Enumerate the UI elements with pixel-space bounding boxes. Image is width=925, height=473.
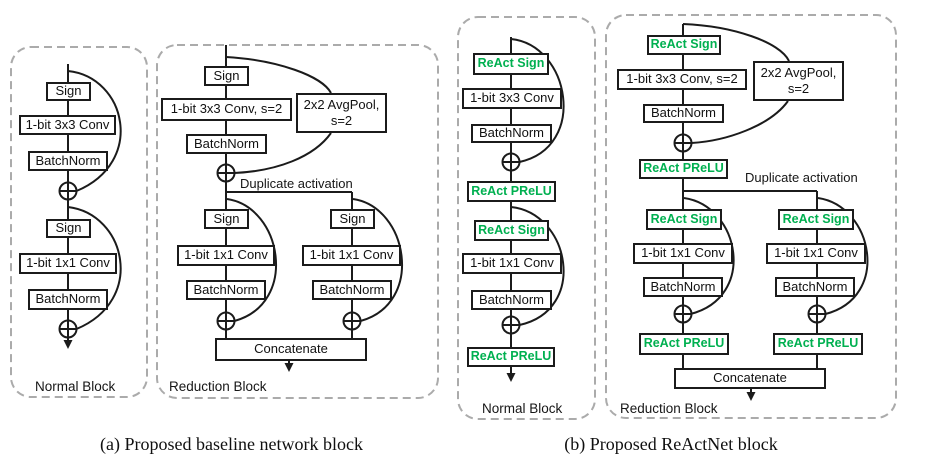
skip-connection: [510, 38, 565, 163]
node-batchnorm: BatchNorm: [186, 280, 266, 300]
node-batchnorm: BatchNorm: [186, 134, 267, 154]
node-react-sign: ReAct Sign: [647, 35, 721, 55]
node-sign: Sign: [204, 209, 249, 229]
node-conv: 1-bit 1x1 Conv: [19, 253, 117, 274]
add-junction: [673, 133, 693, 153]
node-react-prelu: ReAct PReLU: [467, 347, 555, 367]
block-label-reduction: Reduction Block: [620, 401, 718, 416]
node-conv: 1-bit 3x3 Conv, s=2: [161, 98, 292, 121]
node-batchnorm: BatchNorm: [471, 124, 552, 143]
node-react-prelu: ReAct PReLU: [639, 333, 729, 355]
node-concatenate: Concatenate: [215, 338, 367, 361]
node-conv: 1-bit 1x1 Conv: [633, 243, 733, 264]
skip-connection: [67, 206, 122, 330]
node-avgpool: 2x2 AvgPool, s=2: [753, 61, 844, 101]
duplicate-activation-label: Duplicate activation: [745, 170, 858, 185]
node-react-sign: ReAct Sign: [778, 209, 854, 230]
block-label-normal: Normal Block: [482, 401, 563, 416]
skip-connection: [234, 132, 332, 174]
node-batchnorm: BatchNorm: [28, 289, 108, 310]
node-sign: Sign: [46, 219, 91, 238]
node-react-prelu: ReAct PReLU: [639, 159, 728, 179]
reduction-block-outline-b: [605, 14, 897, 419]
node-sign: Sign: [330, 209, 375, 229]
node-conv: 1-bit 1x1 Conv: [302, 245, 401, 266]
add-junction: [216, 163, 236, 183]
add-junction: [501, 152, 521, 172]
flow-arrow: [284, 363, 294, 372]
skip-connection: [225, 56, 332, 94]
duplicate-activation-label: Duplicate activation: [240, 176, 353, 191]
add-junction: [342, 311, 362, 331]
add-junction: [216, 311, 236, 331]
add-junction: [58, 181, 78, 201]
node-react-prelu: ReAct PReLU: [467, 181, 556, 202]
skip-connection: [817, 197, 869, 315]
flow-arrow: [746, 392, 756, 401]
flow-arrow: [506, 373, 516, 382]
node-react-sign: ReAct Sign: [473, 53, 549, 75]
flow-arrow: [63, 340, 73, 349]
skip-connection: [682, 23, 790, 62]
add-junction: [673, 304, 693, 324]
node-batchnorm: BatchNorm: [312, 280, 392, 300]
caption-a: (a) Proposed baseline network block: [100, 434, 363, 454]
node-batchnorm: BatchNorm: [775, 277, 855, 297]
skip-connection: [352, 198, 403, 322]
node-conv: 1-bit 1x1 Conv: [177, 245, 275, 266]
node-sign: Sign: [46, 82, 91, 101]
node-batchnorm: BatchNorm: [643, 277, 723, 297]
node-sign: Sign: [204, 66, 249, 86]
node-batchnorm: BatchNorm: [643, 104, 724, 123]
node-concatenate: Concatenate: [674, 368, 826, 389]
node-conv: 1-bit 1x1 Conv: [462, 253, 562, 274]
skip-connection: [67, 70, 122, 192]
add-junction: [58, 319, 78, 339]
skip-connection: [691, 100, 789, 144]
skip-connection: [510, 206, 565, 326]
skip-connection: [226, 198, 277, 322]
add-junction: [807, 304, 827, 324]
node-batchnorm: BatchNorm: [28, 151, 108, 171]
block-label-reduction: Reduction Block: [169, 379, 267, 394]
node-conv: 1-bit 3x3 Conv: [462, 88, 562, 109]
add-junction: [501, 315, 521, 335]
node-conv: 1-bit 1x1 Conv: [766, 243, 866, 264]
node-conv: 1-bit 3x3 Conv: [19, 115, 116, 135]
node-batchnorm: BatchNorm: [471, 290, 552, 310]
node-react-prelu: ReAct PReLU: [773, 333, 863, 355]
node-avgpool: 2x2 AvgPool, s=2: [296, 93, 387, 133]
node-react-sign: ReAct Sign: [474, 220, 549, 241]
reduction-block-outline-a: [156, 44, 439, 399]
block-label-normal: Normal Block: [35, 379, 116, 394]
caption-b: (b) Proposed ReActNet block: [564, 434, 778, 454]
node-react-sign: ReAct Sign: [646, 209, 722, 230]
node-conv: 1-bit 3x3 Conv, s=2: [617, 69, 747, 90]
